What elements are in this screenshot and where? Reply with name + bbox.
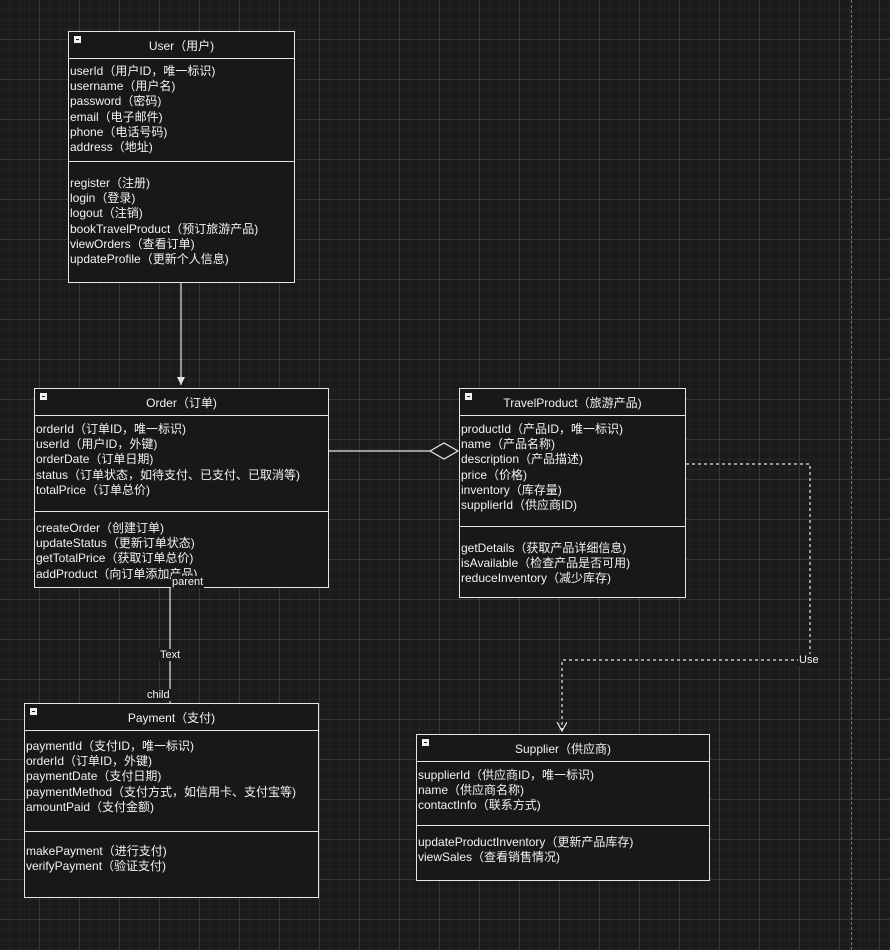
method: reduceInventory（减少库存) bbox=[461, 571, 612, 586]
edge-label-use[interactable]: Use bbox=[798, 654, 820, 666]
collapse-icon[interactable] bbox=[465, 393, 472, 400]
user-class-title: User（用户) bbox=[148, 38, 215, 53]
attribute: supplierId（供应商ID) bbox=[461, 498, 578, 513]
method: isAvailable（检查产品是否可用) bbox=[461, 556, 631, 571]
payment-attributes: paymentId（支付ID，唯一标识) orderId（订单ID，外键) pa… bbox=[25, 731, 318, 831]
attribute: password（密码) bbox=[70, 94, 162, 109]
supplier-class-header[interactable]: Supplier（供应商) bbox=[417, 735, 709, 762]
attribute: productId（产品ID，唯一标识) bbox=[461, 422, 624, 436]
collapse-icon[interactable] bbox=[422, 739, 429, 746]
method: makePayment（进行支付) bbox=[26, 844, 167, 858]
attribute: totalPrice（订单总价) bbox=[36, 482, 151, 497]
user-class-header[interactable]: User（用户) bbox=[69, 32, 294, 59]
attribute: inventory（库存量) bbox=[461, 482, 562, 497]
user-class[interactable]: User（用户) userId（用户ID，唯一标识) username（用户名)… bbox=[68, 31, 295, 283]
attribute: userId（用户ID，唯一标识) bbox=[70, 64, 216, 78]
supplier-class[interactable]: Supplier（供应商) supplierId（供应商ID，唯一标识) nam… bbox=[416, 734, 710, 881]
attribute: userId（用户ID，外键) bbox=[36, 437, 158, 452]
method: getTotalPrice（获取订单总价) bbox=[36, 551, 194, 566]
user-methods: register（注册) login（登录) logout（注销) bookTr… bbox=[69, 161, 294, 267]
aggregation-diamond bbox=[428, 442, 460, 460]
attribute: paymentDate（支付日期) bbox=[26, 769, 162, 784]
travel-product-class[interactable]: TravelProduct（旅游产品) productId（产品ID，唯一标识)… bbox=[459, 388, 686, 598]
attribute: name（产品名称) bbox=[461, 437, 556, 452]
payment-class[interactable]: Payment（支付) paymentId（支付ID，唯一标识) orderId… bbox=[24, 703, 319, 898]
attribute: email（电子邮件) bbox=[70, 109, 163, 124]
method: logout（注销) bbox=[70, 206, 143, 221]
attribute: supplierId（供应商ID，唯一标识) bbox=[418, 768, 595, 782]
travel-product-class-header[interactable]: TravelProduct（旅游产品) bbox=[460, 389, 685, 416]
order-methods: createOrder（创建订单) updateStatus（更新订单状态) g… bbox=[35, 511, 328, 582]
order-attributes: orderId（订单ID，唯一标识) userId（用户ID，外键) order… bbox=[35, 416, 328, 511]
collapse-icon[interactable] bbox=[30, 708, 37, 715]
method: viewSales（查看销售情况) bbox=[418, 850, 561, 865]
method: verifyPayment（验证支付) bbox=[26, 859, 167, 874]
supplier-attributes: supplierId（供应商ID，唯一标识) name（供应商名称) conta… bbox=[417, 762, 709, 825]
collapse-icon[interactable] bbox=[74, 36, 81, 43]
attribute: price（价格) bbox=[461, 467, 528, 482]
attribute: name（供应商名称) bbox=[418, 783, 525, 798]
attribute: paymentId（支付ID，唯一标识) bbox=[26, 739, 195, 753]
attribute: orderId（订单ID，外键) bbox=[26, 754, 153, 769]
attribute: orderDate（订单日期) bbox=[36, 452, 154, 467]
method: viewOrders（查看订单) bbox=[70, 236, 195, 251]
attribute: amountPaid（支付金额) bbox=[26, 799, 155, 814]
attribute: status（订单状态，如待支付、已支付、已取消等) bbox=[36, 467, 301, 482]
edge-label-child[interactable]: child bbox=[146, 689, 171, 701]
method: getDetails（获取产品详细信息) bbox=[461, 541, 627, 555]
method: addProduct（向订单添加产品) bbox=[36, 566, 198, 581]
method: login（登录) bbox=[70, 191, 136, 206]
attribute: address（地址) bbox=[70, 140, 153, 155]
payment-methods: makePayment（进行支付) verifyPayment（验证支付) bbox=[25, 831, 318, 874]
method: register（注册) bbox=[70, 176, 151, 190]
travel-product-class-title: TravelProduct（旅游产品) bbox=[503, 395, 642, 410]
order-class-title: Order（订单) bbox=[146, 395, 217, 410]
attribute: paymentMethod（支付方式，如信用卡、支付宝等) bbox=[26, 784, 297, 799]
collapse-icon[interactable] bbox=[40, 393, 47, 400]
attribute: description（产品描述) bbox=[461, 452, 584, 467]
travel-product-attributes: productId（产品ID，唯一标识) name（产品名称) descript… bbox=[460, 416, 685, 526]
method: createOrder（创建订单) bbox=[36, 521, 165, 535]
attribute: username（用户名) bbox=[70, 79, 176, 94]
travel-product-methods: getDetails（获取产品详细信息) isAvailable（检查产品是否可… bbox=[460, 526, 685, 587]
supplier-methods: updateProductInventory（更新产品库存) viewSales… bbox=[417, 825, 709, 865]
user-attributes: userId（用户ID，唯一标识) username（用户名) password… bbox=[69, 59, 294, 161]
supplier-class-title: Supplier（供应商) bbox=[514, 741, 612, 756]
order-class-header[interactable]: Order（订单) bbox=[35, 389, 328, 416]
page-boundary-line bbox=[851, 0, 852, 950]
attribute: contactInfo（联系方式) bbox=[418, 798, 541, 813]
method: updateProductInventory（更新产品库存) bbox=[418, 835, 634, 849]
edge-label-parent[interactable]: parent bbox=[171, 576, 205, 588]
attribute: phone（电话号码) bbox=[70, 124, 168, 139]
edge-label-text[interactable]: Text bbox=[159, 649, 182, 661]
payment-class-title: Payment（支付) bbox=[127, 710, 216, 725]
attribute: orderId（订单ID，唯一标识) bbox=[36, 422, 187, 436]
method: bookTravelProduct（预订旅游产品) bbox=[70, 221, 259, 236]
payment-class-header[interactable]: Payment（支付) bbox=[25, 704, 318, 731]
order-class[interactable]: Order（订单) orderId（订单ID，唯一标识) userId（用户ID… bbox=[34, 388, 329, 588]
method: updateStatus（更新订单状态) bbox=[36, 536, 195, 551]
method: updateProfile（更新个人信息) bbox=[70, 252, 229, 267]
